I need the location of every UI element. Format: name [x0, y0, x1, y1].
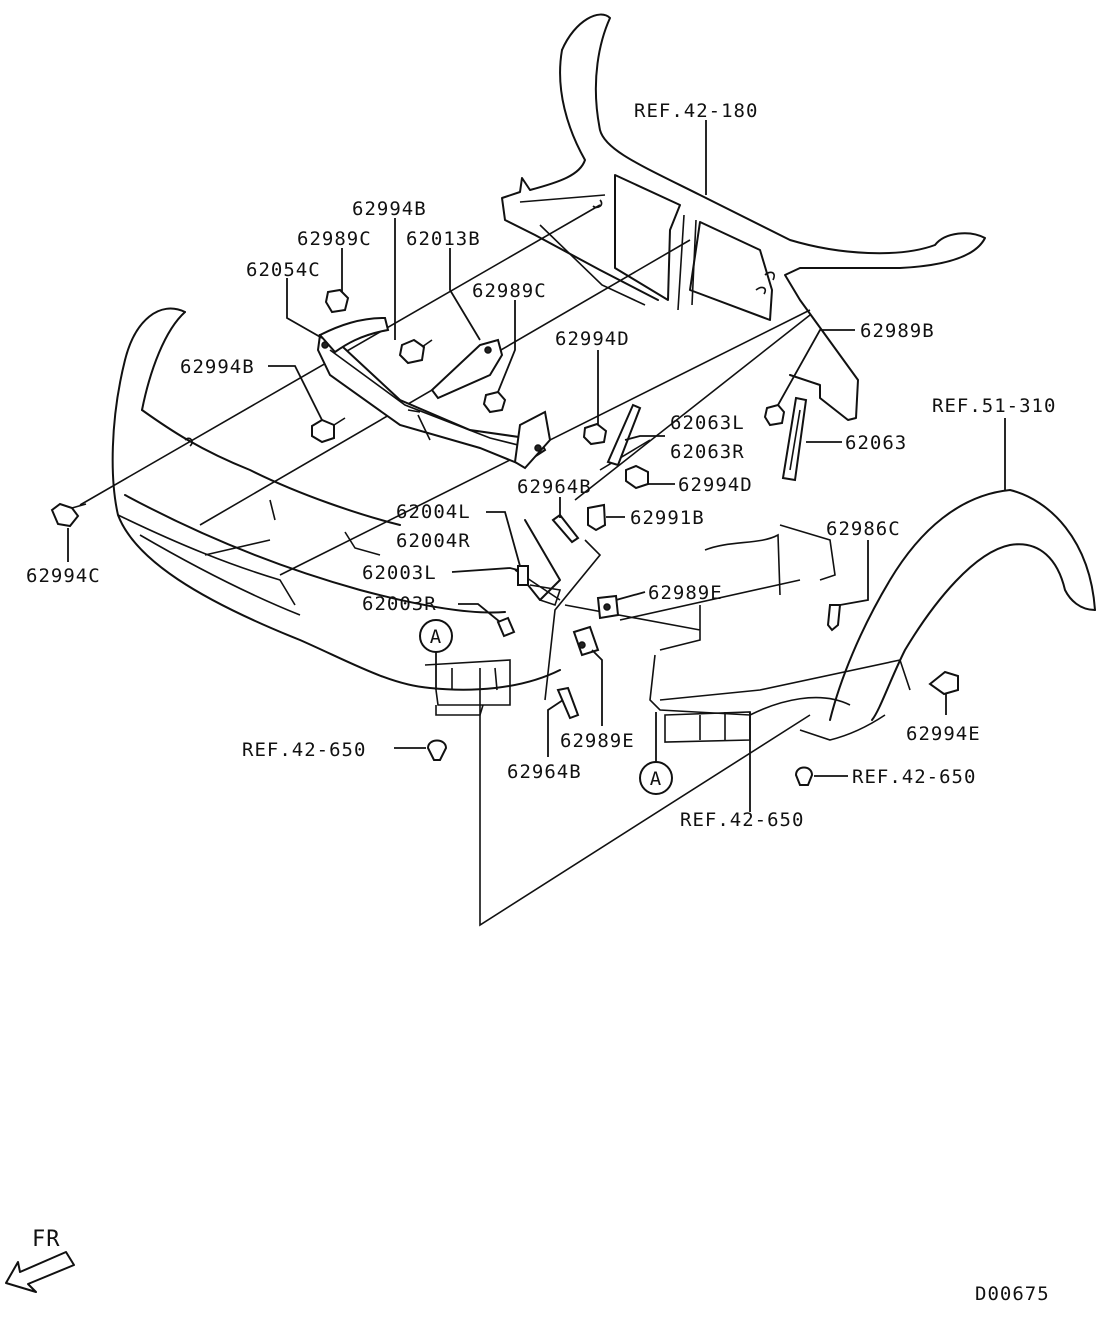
label-62989B: 62989B: [860, 320, 935, 342]
fastener-62994E: [928, 670, 959, 696]
label-62989C-mid: 62989C: [472, 280, 547, 302]
label-62994B-top: 62994B: [352, 198, 427, 220]
strip-62063LR: [606, 403, 642, 467]
rivet-62964B-top: [551, 513, 580, 544]
fastener-62994B-left: [311, 417, 346, 444]
rivet-62964B-low: [556, 686, 580, 720]
clip-62989B: [763, 403, 786, 427]
label-62063R: 62063R: [670, 441, 745, 463]
label-62054C: 62054C: [246, 259, 321, 281]
front-arrow-icon: [5, 1251, 75, 1293]
svg-text:A: A: [430, 626, 442, 648]
view-a-marker-left: A: [419, 619, 453, 653]
label-62003L: 62003L: [362, 562, 437, 584]
screw-62004: [517, 565, 529, 586]
bumper-reinforcement-62054C: [316, 316, 552, 470]
front-direction-indicator: FR: [5, 1227, 75, 1293]
bracket-62013B: [430, 338, 504, 400]
clip-62989C-left: [324, 288, 350, 314]
label-62989E-low: 62989E: [560, 730, 635, 752]
label-62063L: 62063L: [670, 412, 745, 434]
bracket-62989E-top: [596, 594, 620, 620]
label-ref-42-180: REF.42-180: [634, 100, 758, 122]
label-62004R: 62004R: [396, 530, 471, 552]
strip-62063: [781, 396, 808, 482]
label-62013B: 62013B: [406, 228, 481, 250]
fastener-62994C: [50, 502, 87, 528]
clip-62991B: [587, 503, 607, 532]
svg-text:A: A: [650, 768, 662, 790]
label-62994B-left: 62994B: [180, 356, 255, 378]
label-62994C: 62994C: [26, 565, 101, 587]
bracket-62989E-low: [572, 625, 600, 657]
front-label: FR: [32, 1227, 61, 1252]
label-62003R: 62003R: [362, 593, 437, 615]
screw-62003: [496, 616, 516, 638]
under-cover-left: [424, 659, 511, 716]
label-62986C: 62986C: [826, 518, 901, 540]
fastener-62994D-top: [582, 422, 608, 446]
clip-ref42650-left: [426, 739, 448, 761]
under-cover-right: [664, 711, 751, 743]
radiator-support-outline: [501, 13, 986, 421]
fender-outline: [799, 489, 1096, 741]
clip-62989C-mid: [482, 390, 507, 414]
label-ref-42-650-left: REF.42-650: [242, 739, 366, 761]
drawing-id: D00675: [975, 1283, 1050, 1305]
label-62991B: 62991B: [630, 507, 705, 529]
label-62964B-top: 62964B: [517, 476, 592, 498]
view-a-leader: [479, 690, 811, 927]
fastener-62994D-low: [625, 464, 649, 490]
fastener-62994B-top: [398, 338, 433, 365]
leader-lines: [67, 120, 1006, 812]
label-62004L: 62004L: [396, 501, 471, 523]
screw-62986C: [826, 604, 842, 632]
clip-ref42650-right: [794, 766, 814, 786]
label-62989E-top: 62989E: [648, 582, 723, 604]
label-ref-42-650-right: REF.42-650: [852, 766, 976, 788]
label-62994D-top: 62994D: [555, 328, 630, 350]
label-62994D-low: 62994D: [678, 474, 753, 496]
label-ref-51-310: REF.51-310: [932, 395, 1056, 417]
label-62994E: 62994E: [906, 723, 981, 745]
lower-bracket-area: [514, 519, 911, 716]
label-62964B-low: 62964B: [507, 761, 582, 783]
label-62063: 62063: [845, 432, 907, 454]
view-a-marker-right: A: [639, 761, 673, 795]
part-labels: REF.42-180 62994B 62989C 62013B 62054C 6…: [26, 100, 1056, 831]
label-62989C-left: 62989C: [297, 228, 372, 250]
label-ref-42-650-mid: REF.42-650: [680, 809, 804, 831]
